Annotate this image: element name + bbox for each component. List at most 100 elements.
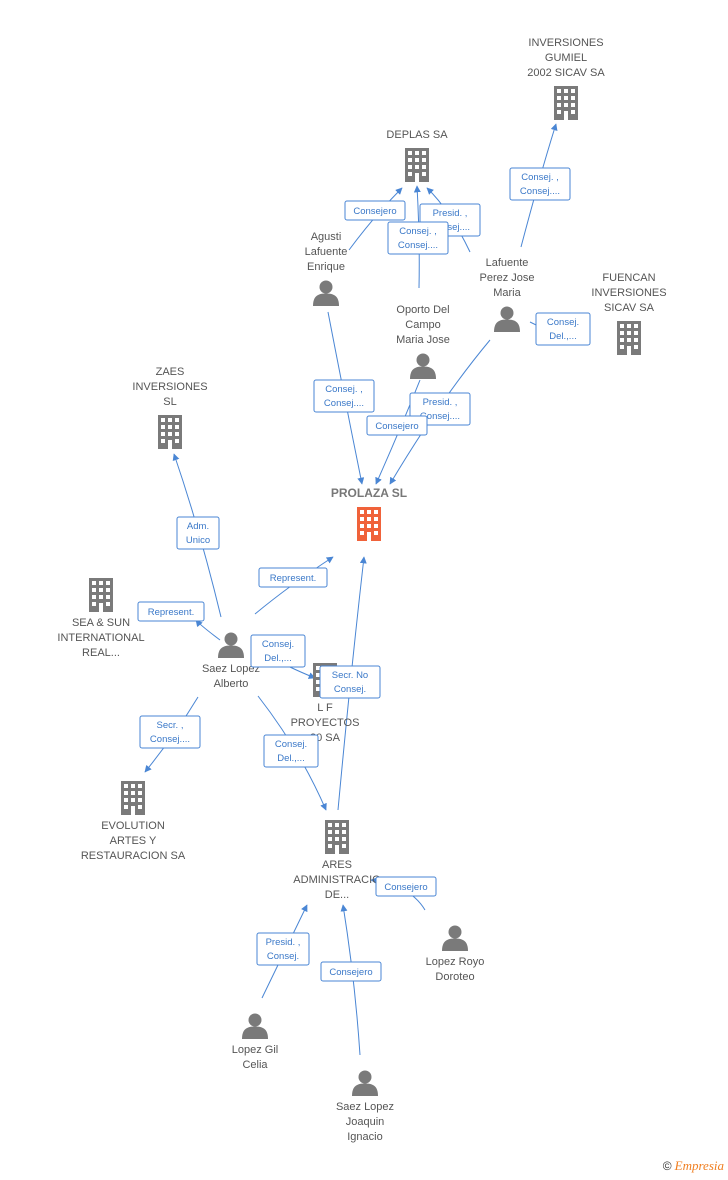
edge-role-label[interactable]: Consej. ,Consej....: [313, 379, 375, 413]
edge-role-label[interactable]: Consej. Del.,...: [535, 312, 591, 346]
role-box[interactable]: [375, 876, 437, 897]
node-label: Alberto: [214, 678, 249, 690]
node-prolaza[interactable]: PROLAZA SL: [331, 486, 407, 541]
building-icon[interactable]: [554, 86, 578, 120]
role-box[interactable]: [176, 516, 220, 550]
edge-role-label[interactable]: Consej. ,Consej....: [509, 167, 571, 201]
building-icon[interactable]: [158, 415, 182, 449]
footer: ©Empresia: [663, 1158, 724, 1174]
edge-role-label[interactable]: Consej.Del.,...: [263, 734, 319, 768]
role-text: Consej.: [262, 639, 294, 650]
person-icon[interactable]: [218, 632, 244, 659]
building-icon[interactable]: [357, 507, 381, 541]
role-box[interactable]: [535, 312, 591, 346]
node-label: Campo: [405, 319, 440, 331]
role-box[interactable]: [387, 221, 449, 255]
node-label: ZAES: [156, 366, 185, 378]
role-text: Consej. ,: [325, 384, 363, 395]
edge-role-label[interactable]: Consejero: [366, 415, 428, 436]
role-text: Del.,...: [549, 331, 576, 342]
node-gumiel[interactable]: INVERSIONES GUMIEL 2002 SICAV SA: [527, 37, 605, 120]
building-icon[interactable]: [617, 321, 641, 355]
edge-role-label[interactable]: Presid. ,Consej.: [256, 932, 310, 966]
person-icon[interactable]: [242, 1013, 268, 1040]
role-box[interactable]: [250, 634, 306, 668]
node-label: DEPLAS SA: [386, 129, 448, 141]
role-box[interactable]: [344, 200, 406, 221]
role-box[interactable]: [313, 379, 375, 413]
edge-role-label[interactable]: Secr. ,Consej....: [139, 715, 201, 749]
person-icon[interactable]: [410, 353, 436, 380]
role-text: Represent.: [148, 607, 194, 618]
node-ares[interactable]: ARESADMINISTRACIODE...: [293, 820, 381, 901]
person-icon[interactable]: [494, 306, 520, 333]
building-icon[interactable]: [325, 820, 349, 854]
person-icon[interactable]: [442, 925, 468, 952]
edge-role-label[interactable]: Adm.Unico: [176, 516, 220, 550]
brand-logo[interactable]: Empresia: [674, 1158, 724, 1173]
role-text: Consej....: [150, 734, 190, 745]
role-box[interactable]: [258, 567, 328, 588]
node-label: INVERSIONES: [528, 37, 603, 49]
node-label: REAL...: [82, 647, 120, 659]
role-box[interactable]: [319, 665, 381, 699]
edge-role-label[interactable]: Consejero: [344, 200, 406, 221]
edge-role-label[interactable]: Consejero: [375, 876, 437, 897]
building-icon[interactable]: [405, 148, 429, 182]
role-text: Consej. ,: [521, 172, 559, 183]
edge-role-label[interactable]: Represent.: [137, 601, 205, 622]
role-text: Presid. ,: [433, 208, 468, 219]
role-box[interactable]: [256, 932, 310, 966]
role-box[interactable]: [139, 715, 201, 749]
role-text: Consejero: [353, 206, 396, 217]
node-label: Saez Lopez: [202, 663, 260, 675]
node-label: Maria Jose: [396, 334, 450, 346]
node-label: GUMIEL: [545, 52, 587, 64]
node-label: PROYECTOS: [291, 717, 360, 729]
node-label: Celia: [242, 1059, 268, 1071]
role-text: Represent.: [270, 573, 316, 584]
role-box[interactable]: [320, 961, 382, 982]
person-icon[interactable]: [313, 280, 339, 307]
node-label: Agusti: [311, 231, 342, 243]
node-seasun[interactable]: SEA & SUNINTERNATIONALREAL...: [57, 578, 145, 659]
node-label: SL: [163, 396, 176, 408]
building-icon[interactable]: [89, 578, 113, 612]
nodes-layer: PROLAZA SL INVERSIONES GUMIEL 2002 SICAV SA…: [57, 37, 666, 1143]
node-label: Lafuente: [305, 246, 348, 258]
edge-role-label[interactable]: Consejero: [320, 961, 382, 982]
node-deplas[interactable]: DEPLAS SA: [386, 129, 448, 182]
node-label: Joaquin: [346, 1116, 385, 1128]
edge-role-label[interactable]: Represent.: [258, 567, 328, 588]
node-label: 2002 SICAV SA: [527, 67, 605, 79]
role-text: Consejero: [375, 421, 418, 432]
role-box[interactable]: [509, 167, 571, 201]
node-label: ARES: [322, 859, 352, 871]
role-box[interactable]: [137, 601, 205, 622]
role-text: Presid. ,: [423, 397, 458, 408]
person-icon[interactable]: [352, 1070, 378, 1097]
node-label: Maria: [493, 287, 521, 299]
edge-saez_alberto-to-seasun: [195, 619, 221, 641]
building-icon[interactable]: [121, 781, 145, 815]
role-box[interactable]: [263, 734, 319, 768]
role-text: Consej.: [547, 317, 579, 328]
edge-role-label[interactable]: Consej. ,Consej....: [387, 221, 449, 255]
node-label: L F: [317, 702, 333, 714]
role-box[interactable]: [366, 415, 428, 436]
edge-role-label[interactable]: Consej.Del.,...: [250, 634, 306, 668]
node-label: FUENCAN: [602, 272, 655, 284]
